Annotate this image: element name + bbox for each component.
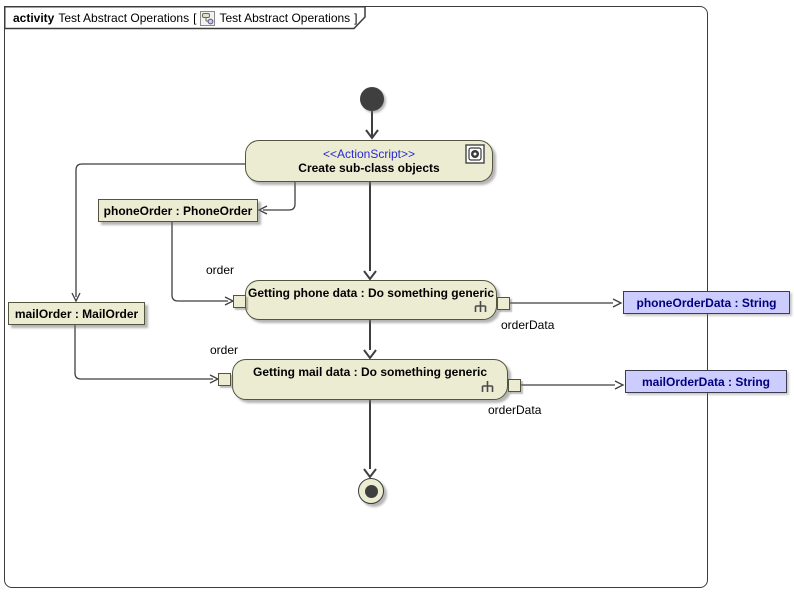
edge-initial-to-create[interactable] [365,111,379,140]
activity-final-node-inner [364,484,378,498]
frame-activity-name: Test Abstract Operations [58,11,190,25]
activity-final-node[interactable] [358,478,384,504]
action-name: Create sub-class objects [298,160,440,175]
pin-label-orderdata-phone: orderData [501,318,555,332]
action-getting-phone-data[interactable]: Getting phone data : Do something generi… [245,280,497,320]
output-pin-orderdata-mail[interactable] [508,379,521,392]
rake-icon [481,381,494,392]
frame-keyword: activity [13,11,55,25]
input-pin-order-mail[interactable] [218,373,231,386]
initial-node[interactable] [360,87,384,111]
stereotype-label: <<ActionScript>> [322,146,416,161]
edge-phoneaction-to-mailaction[interactable] [363,320,377,360]
edge-create-to-phoneaction[interactable] [363,182,377,281]
frame-title-pentagon[interactable] [4,6,368,30]
object-node-label: phoneOrder : PhoneOrder [103,203,253,218]
output-pin-orderdata-phone[interactable] [497,297,510,310]
edge-mailpin-to-maildata[interactable] [521,380,625,390]
activity-diagram-icon [200,10,216,26]
action-name: Getting mail data : Do something generic [252,365,488,379]
frame-title: activity Test Abstract Operations [ Test… [13,9,358,27]
action-create-subclass-objects[interactable]: <<ActionScript>> Create sub-class object… [245,140,493,182]
edge-phonepin-to-phonedata[interactable] [510,298,623,308]
object-node-phoneorder[interactable]: phoneOrder : PhoneOrder [98,199,258,222]
frame-bracket-close: ] [354,11,358,25]
object-node-label: mailOrder : MailOrder [14,306,139,321]
action-getting-mail-data[interactable]: Getting mail data : Do something generic [232,359,508,400]
edge-mailorder-to-orderpin[interactable] [74,325,220,384]
edge-mailaction-to-final[interactable] [363,400,377,479]
pin-label-orderdata-mail: orderData [488,403,542,417]
frame-diagram-name: Test Abstract Operations [219,11,351,25]
rake-icon [474,301,487,312]
object-node-mailorderdata[interactable]: mailOrderData : String [625,370,787,393]
frame-bracket-open: [ [193,11,197,25]
pin-label-order-mail: order [210,343,239,357]
object-node-label: mailOrderData : String [641,374,771,389]
edge-create-to-mailorder[interactable] [71,163,245,303]
object-node-label: phoneOrderData : String [636,295,777,310]
object-node-mailorder[interactable]: mailOrder : MailOrder [8,302,145,325]
script-icon [465,144,485,164]
input-pin-order-phone[interactable] [233,295,246,308]
pin-label-order-phone: order [206,263,235,277]
action-name: Getting phone data : Do something generi… [247,286,494,300]
edge-create-to-phoneorder[interactable] [257,182,296,215]
object-node-phoneorderdata[interactable]: phoneOrderData : String [623,291,790,314]
edge-phoneorder-to-orderpin[interactable] [171,222,235,306]
